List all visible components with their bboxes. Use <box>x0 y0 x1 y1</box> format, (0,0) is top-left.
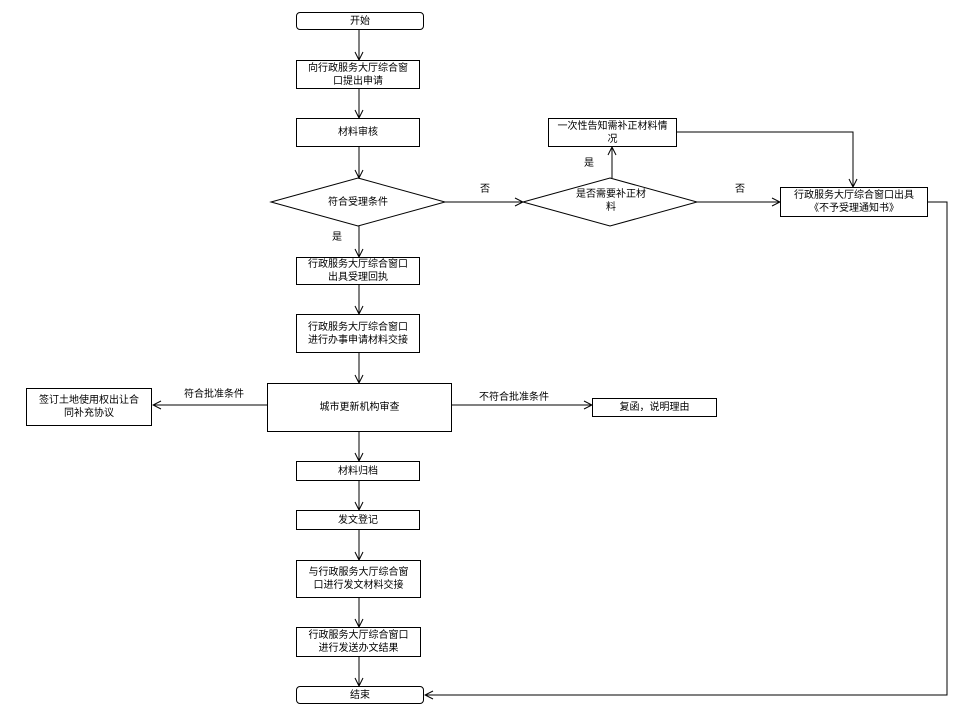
urban-renewal-review-label: 城市更新机构审查 <box>319 402 400 413</box>
edge-label-yes-1: 是 <box>584 158 594 169</box>
sign-agreement-label: 签订土地使用权出让合同补充协议 <box>39 395 139 419</box>
archive-materials-node: 材料归档 <box>296 461 420 481</box>
material-review-node: 材料审核 <box>296 118 420 147</box>
dispatch-register-label: 发文登记 <box>338 514 378 526</box>
dispatch-handover-label: 与行政服务大厅综合窗口进行发文材料交接 <box>308 567 409 591</box>
end-node: 结束 <box>296 686 424 704</box>
edge-label-no-1: 否 <box>480 184 490 195</box>
dispatch-register-node: 发文登记 <box>296 510 420 530</box>
edge-rejection-to-end <box>425 201 948 695</box>
acceptance-decision-label: 符合受理条件 <box>328 196 388 208</box>
edge-notify-to-rejection <box>677 131 853 187</box>
edge-label-yes-2: 是 <box>332 232 342 243</box>
urban-renewal-review-node: 城市更新机构审查 <box>267 383 452 432</box>
notify-supplement-node: 一次性告知需补正材料情况 <box>548 118 677 147</box>
edge-label-meets-approval: 符合批准条件 <box>184 389 244 400</box>
start-node: 开始 <box>296 12 424 30</box>
edge-label-not-meets-approval: 不符合批准条件 <box>479 392 549 403</box>
notify-supplement-label: 一次性告知需补正材料情况 <box>557 120 668 145</box>
issue-rejection-node: 行政服务大厅综合窗口出具《不予受理通知书》 <box>780 187 928 217</box>
supplement-decision-text: 是否需要补正材料 <box>565 186 657 216</box>
send-results-node: 行政服务大厅综合窗口进行发送办文结果 <box>296 627 421 657</box>
submit-application-node: 向行政服务大厅综合窗口提出申请 <box>296 60 420 89</box>
end-label: 结束 <box>350 689 370 701</box>
issue-rejection-label: 行政服务大厅综合窗口出具《不予受理通知书》 <box>794 190 914 214</box>
issue-receipt-label: 行政服务大厅综合窗口出具受理回执 <box>308 259 408 283</box>
supplement-decision-label: 是否需要补正材料 <box>576 189 646 213</box>
reply-reason-label: 复函，说明理由 <box>619 402 690 413</box>
acceptance-decision-text: 符合受理条件 <box>300 192 416 212</box>
send-results-label: 行政服务大厅综合窗口进行发送办文结果 <box>308 630 409 654</box>
material-review-label: 材料审核 <box>338 127 378 138</box>
handover-materials-label: 行政服务大厅综合窗口进行办事申请材料交接 <box>308 321 408 346</box>
dispatch-handover-node: 与行政服务大厅综合窗口进行发文材料交接 <box>296 560 421 598</box>
decision-diamond-acceptance <box>269 177 447 227</box>
reply-reason-node: 复函，说明理由 <box>592 398 717 417</box>
handover-materials-node: 行政服务大厅综合窗口进行办事申请材料交接 <box>296 314 420 353</box>
decision-diamond-supplement <box>521 177 699 227</box>
start-label: 开始 <box>350 15 370 27</box>
submit-application-label: 向行政服务大厅综合窗口提出申请 <box>308 62 408 87</box>
archive-materials-label: 材料归档 <box>338 465 378 477</box>
issue-receipt-node: 行政服务大厅综合窗口出具受理回执 <box>296 257 420 285</box>
edge-label-no-2: 否 <box>735 184 745 195</box>
sign-agreement-node: 签订土地使用权出让合同补充协议 <box>26 388 152 426</box>
